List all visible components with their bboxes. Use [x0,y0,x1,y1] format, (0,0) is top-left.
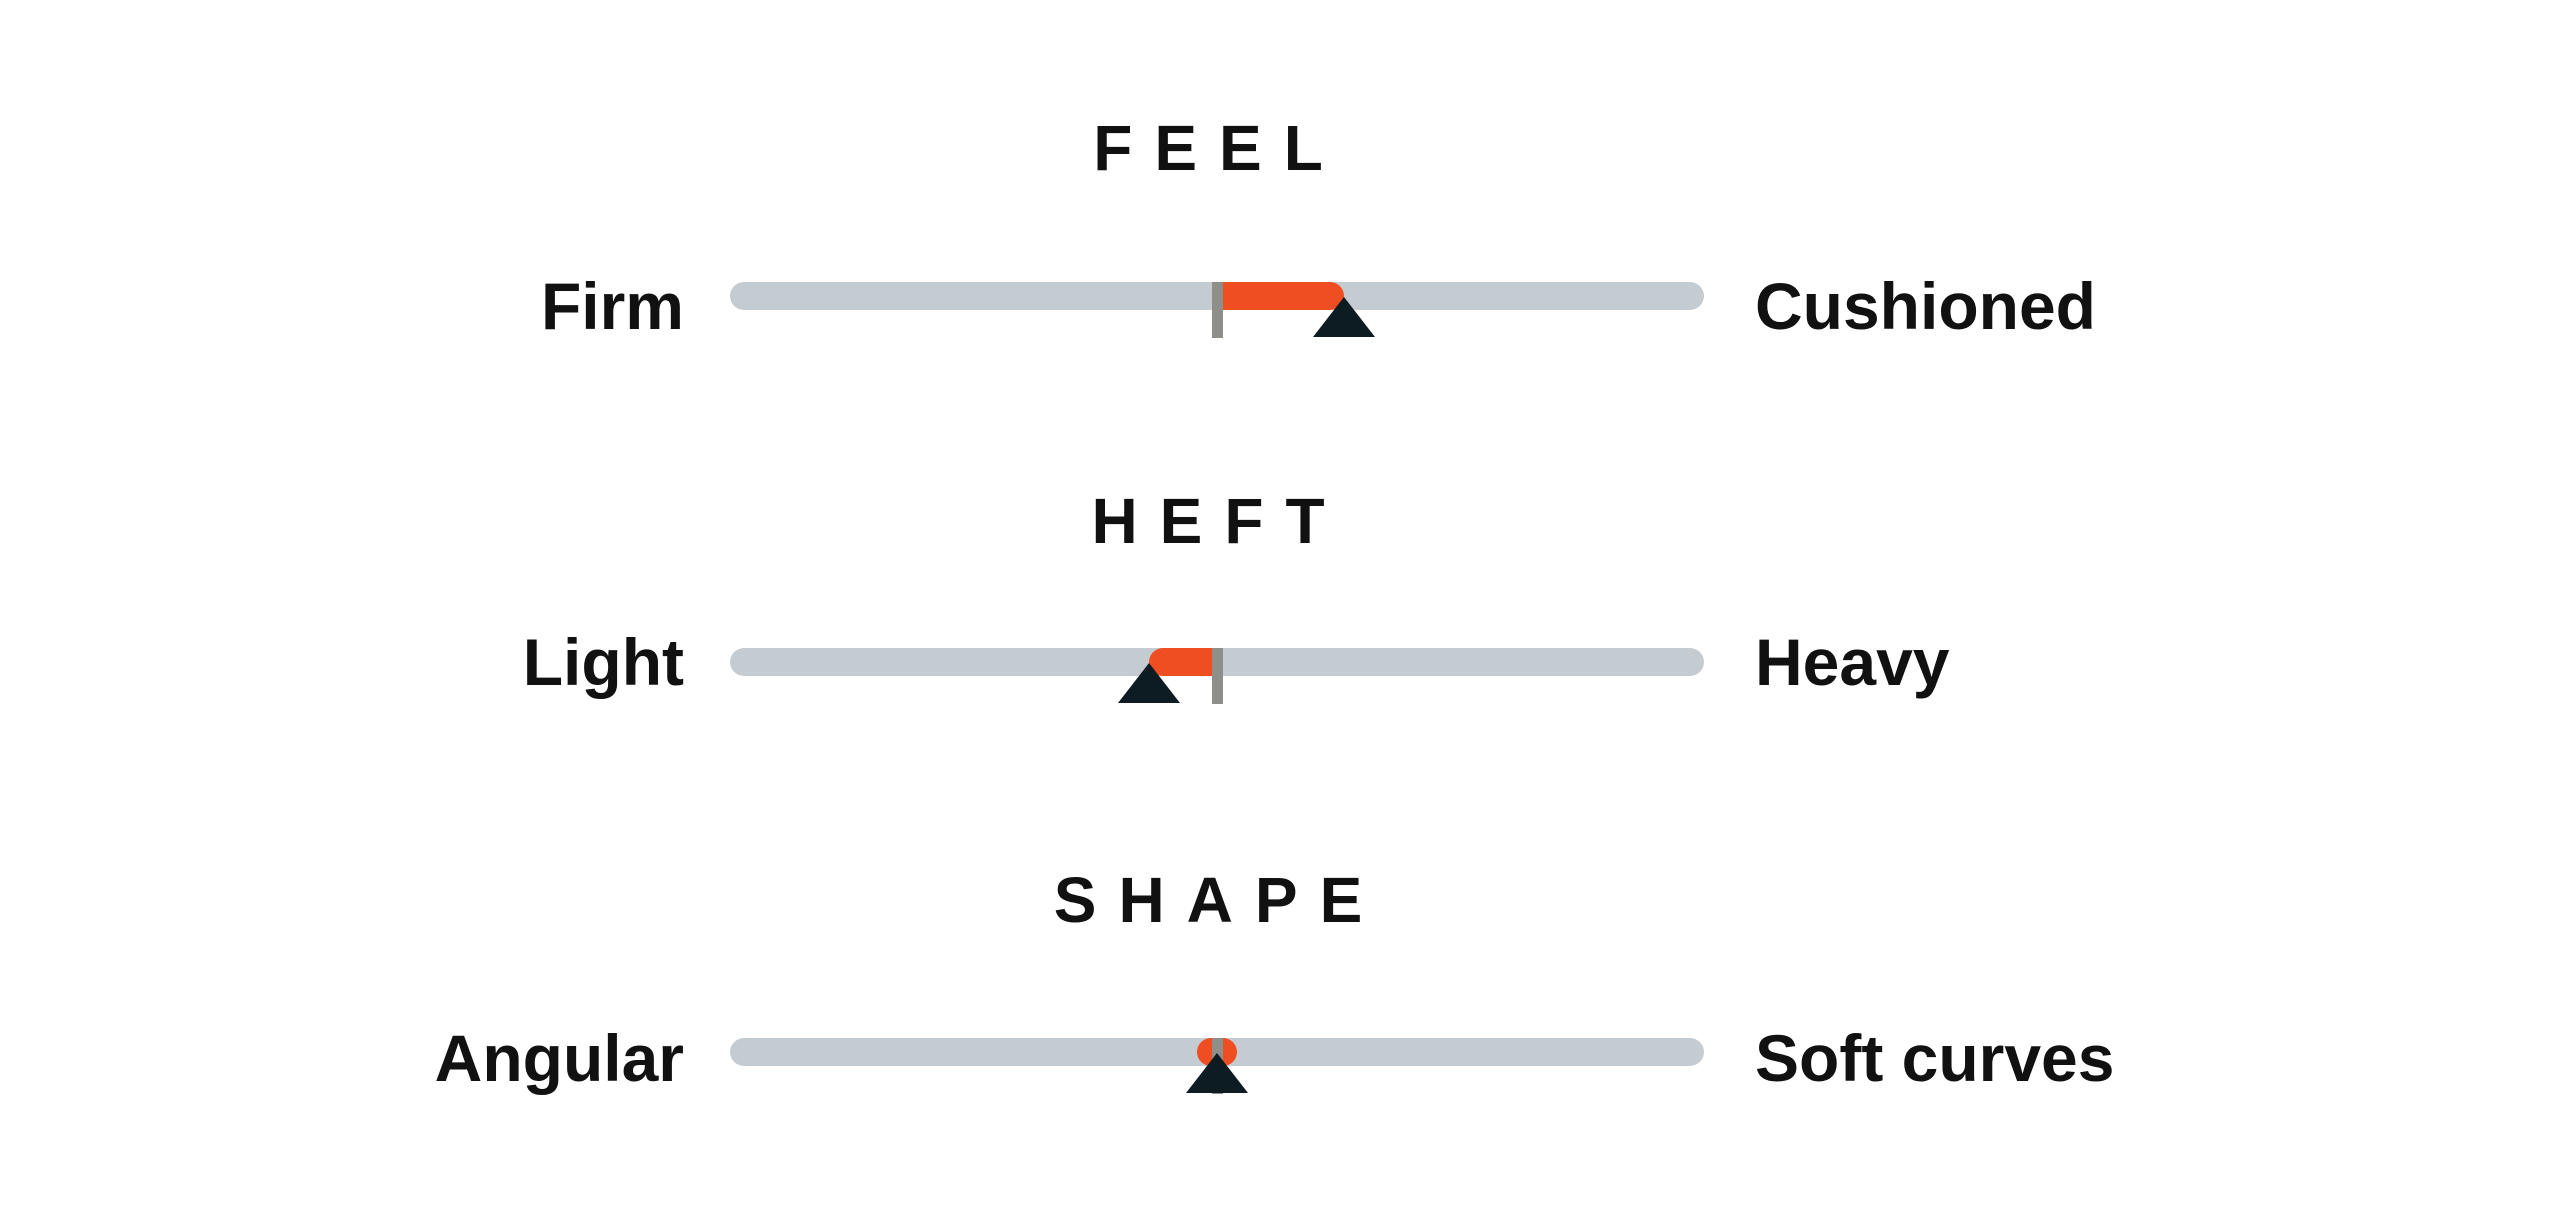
slider-left-label: Angular [434,1021,684,1095]
slider-title: SHAPE [1053,864,1385,936]
slider-track[interactable] [730,648,1704,704]
slider-right-label: Cushioned [1755,269,2096,343]
slider-title: HEFT [1091,485,1347,557]
slider-right-label: Soft curves [1755,1021,2115,1095]
slider-pointer-icon[interactable] [1117,663,1180,703]
slider-right-label: Heavy [1755,625,1950,699]
slider-center-mark [1211,648,1223,704]
slider-center-mark [1211,282,1223,338]
slider-pointer-icon[interactable] [1186,1053,1248,1093]
slider-title: FEEL [1093,112,1345,184]
slider-track[interactable] [730,1038,1704,1094]
slider-left-label: Light [522,625,684,699]
slider-pointer-icon[interactable] [1312,297,1375,337]
slider-left-label: Firm [540,269,684,343]
slider-track[interactable] [730,282,1704,338]
